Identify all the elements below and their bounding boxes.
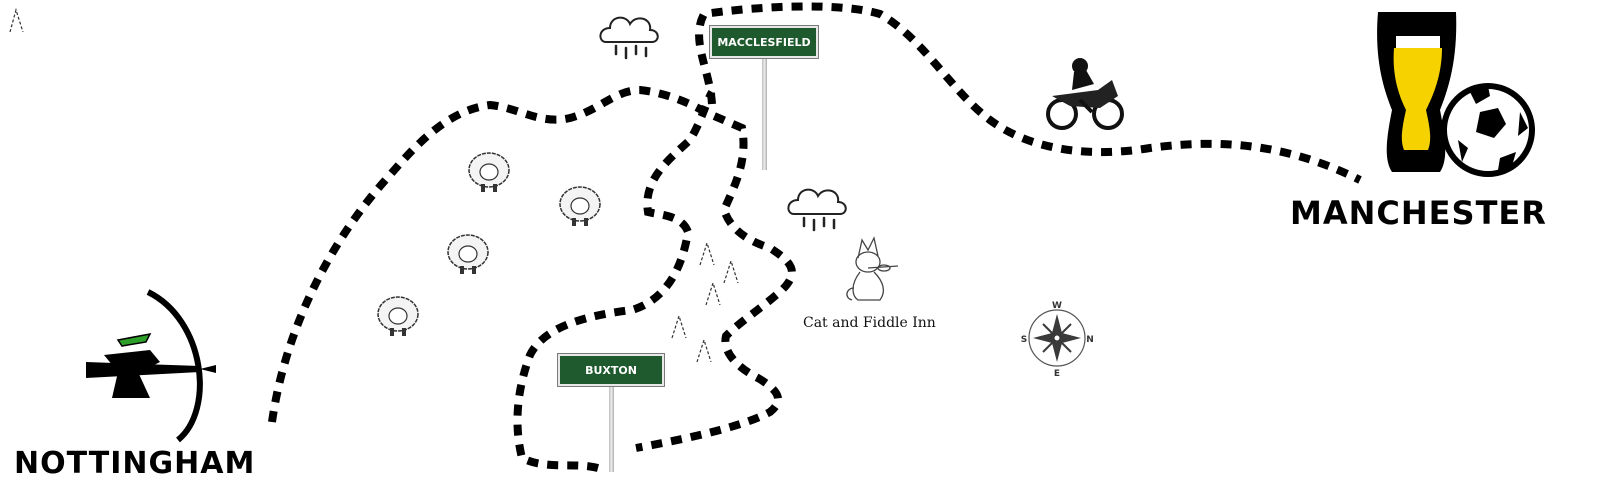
compass-letter: N [1086,335,1094,345]
cat-fiddler-icon [846,236,899,301]
hill-peak-icon [9,7,739,363]
compass-icon: W N E S [1021,301,1094,379]
sign-board-buxton: BUXTON [558,354,664,386]
compass-letter: W [1052,301,1062,311]
motorcycle-icon [1046,58,1124,130]
beer-and-football-icon [1377,12,1535,177]
sign-post [762,58,767,170]
sheep-icon [377,152,601,336]
route-line [695,2,1362,184]
city-label-nottingham: NOTTINGHAM [14,446,256,481]
city-label-manchester: MANCHESTER [1290,194,1547,232]
compass-letter: S [1021,335,1027,345]
sign-post [609,386,614,472]
route-line [513,89,716,472]
archer-icon [86,289,216,443]
compass-letter: E [1054,369,1060,379]
route-line [268,85,796,452]
rain-cloud-icon [599,16,847,232]
sign-board-macclesfield: MACCLESFIELD [710,26,818,58]
landmark-label-cat-and-fiddle-inn: Cat and Fiddle Inn [803,315,936,331]
